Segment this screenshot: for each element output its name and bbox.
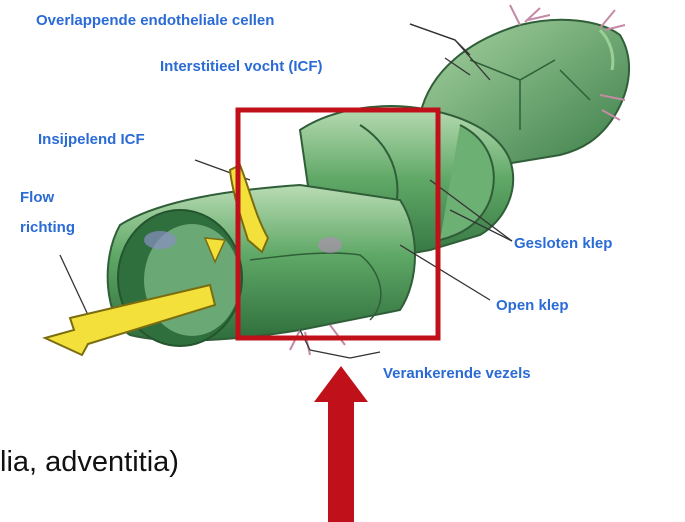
label-open-valve: Open klep [496, 296, 569, 315]
label-flow-line1: Flow [20, 188, 54, 207]
label-anchoring-fibers: Verankerende vezels [383, 364, 531, 383]
body-text-line1: lia, adventitia) [0, 446, 179, 479]
label-seeping-icf: Insijpelend ICF [38, 130, 145, 149]
label-flow-line2: richting [20, 218, 75, 237]
red-up-arrow [314, 366, 368, 522]
label-closed-valve: Gesloten klep [514, 234, 612, 253]
label-interstitial-fluid: Interstitieel vocht (ICF) [160, 57, 323, 76]
label-overlapping-cells: Overlappende endotheliale cellen [36, 11, 274, 30]
